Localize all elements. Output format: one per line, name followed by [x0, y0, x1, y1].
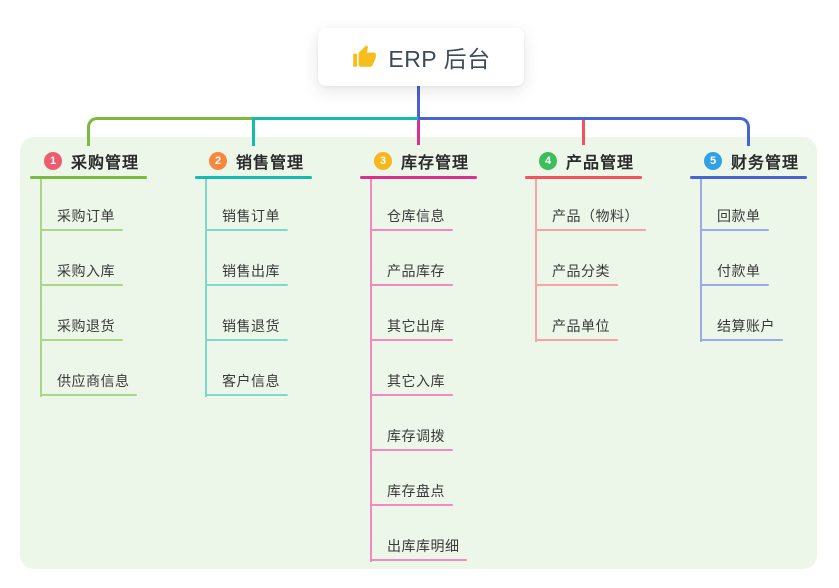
child-label: 采购退货 — [57, 318, 115, 334]
child-label: 库存调拨 — [387, 428, 445, 444]
child-label: 库存盘点 — [387, 483, 445, 499]
child-label: 销售订单 — [222, 208, 280, 224]
branch-number-badge: 5 — [704, 152, 722, 170]
branch-label: 财务管理 — [731, 155, 800, 172]
branch-drop-5 — [747, 129, 750, 146]
child-label: 付款单 — [717, 263, 761, 279]
child-underline — [370, 339, 453, 341]
child-label: 产品分类 — [552, 263, 610, 279]
branch-number-badge: 4 — [539, 152, 557, 170]
branch-drop-1 — [87, 129, 90, 146]
child-underline — [370, 504, 453, 506]
child-underline — [40, 394, 137, 396]
branch-3: 3 库存管理仓库信息产品库存其它出库其它入库库存调拨库存盘点出库库明细 — [360, 150, 520, 562]
branch-2: 2 销售管理销售订单销售出库销售退货客户信息 — [195, 150, 355, 397]
branch-drop-3 — [417, 120, 420, 145]
children-connector-line — [700, 179, 702, 342]
branch-underline — [525, 176, 642, 179]
child-label: 产品（物料） — [552, 208, 639, 224]
branch-label: 产品管理 — [566, 155, 635, 172]
branch-header[interactable]: 5 财务管理 — [690, 150, 839, 172]
branch-header[interactable]: 3 库存管理 — [360, 150, 520, 172]
child-underline — [370, 559, 467, 561]
children-connector-line — [40, 179, 42, 397]
child-label: 客户信息 — [222, 373, 280, 389]
branch-header[interactable]: 4 产品管理 — [525, 150, 685, 172]
child-underline — [370, 449, 453, 451]
branch-label: 采购管理 — [71, 155, 140, 172]
branch-1: 1 采购管理采购订单采购入库采购退货供应商信息 — [30, 150, 190, 397]
child-underline — [370, 284, 453, 286]
branch-underline — [30, 176, 147, 179]
child-underline — [205, 229, 288, 231]
child-underline — [40, 229, 123, 231]
child-underline — [370, 394, 453, 396]
branch-drop-2 — [252, 120, 255, 146]
root-title: ERP 后台 — [388, 46, 491, 72]
child-underline — [370, 229, 453, 231]
branch-header[interactable]: 1 采购管理 — [30, 150, 190, 172]
branch-label: 库存管理 — [401, 155, 470, 172]
branch-4: 4 产品管理产品（物料） 产品分类产品单位 — [525, 150, 685, 342]
child-underline — [535, 339, 618, 341]
child-label: 采购订单 — [57, 208, 115, 224]
child-label: 销售退货 — [222, 318, 280, 334]
child-label: 供应商信息 — [57, 373, 130, 389]
child-underline — [535, 229, 646, 231]
child-underline — [700, 339, 783, 341]
branch-number-badge: 3 — [374, 152, 392, 170]
branch-label: 销售管理 — [236, 155, 305, 172]
children-connector-line — [205, 179, 207, 397]
child-underline — [700, 284, 769, 286]
trunk-left-corner — [87, 117, 101, 131]
thumbs-up-icon — [351, 44, 377, 70]
trunk-segment-green — [99, 117, 252, 120]
branch-number-badge: 2 — [209, 152, 227, 170]
trunk-right-corner — [736, 117, 750, 131]
child-label: 其它出库 — [387, 318, 445, 334]
branches-panel — [20, 137, 817, 569]
root-node[interactable]: ERP 后台 — [318, 28, 524, 86]
root-drop-line — [417, 86, 420, 120]
child-label: 产品单位 — [552, 318, 610, 334]
child-label: 出库库明细 — [387, 538, 460, 554]
child-underline — [205, 339, 288, 341]
child-underline — [535, 284, 618, 286]
branch-5: 5 财务管理回款单付款单结算账户 — [690, 150, 839, 342]
branch-header[interactable]: 2 销售管理 — [195, 150, 355, 172]
child-underline — [205, 394, 288, 396]
child-label: 结算账户 — [717, 318, 775, 334]
child-underline — [700, 229, 769, 231]
child-label: 仓库信息 — [387, 208, 445, 224]
child-underline — [40, 284, 123, 286]
branch-underline — [360, 176, 477, 179]
child-label: 回款单 — [717, 208, 761, 224]
trunk-segment-blue — [418, 117, 737, 120]
children-connector-line — [535, 179, 537, 342]
child-underline — [205, 284, 288, 286]
children-connector-line — [370, 179, 372, 562]
child-label: 其它入库 — [387, 373, 445, 389]
branch-number-badge: 1 — [44, 152, 62, 170]
trunk-segment-teal — [252, 117, 418, 120]
branch-drop-4 — [582, 120, 585, 145]
child-label: 销售出库 — [222, 263, 280, 279]
child-underline — [40, 339, 123, 341]
child-label: 产品库存 — [387, 263, 445, 279]
branch-underline — [195, 176, 312, 179]
branch-underline — [690, 176, 807, 179]
child-label: 采购入库 — [57, 263, 115, 279]
